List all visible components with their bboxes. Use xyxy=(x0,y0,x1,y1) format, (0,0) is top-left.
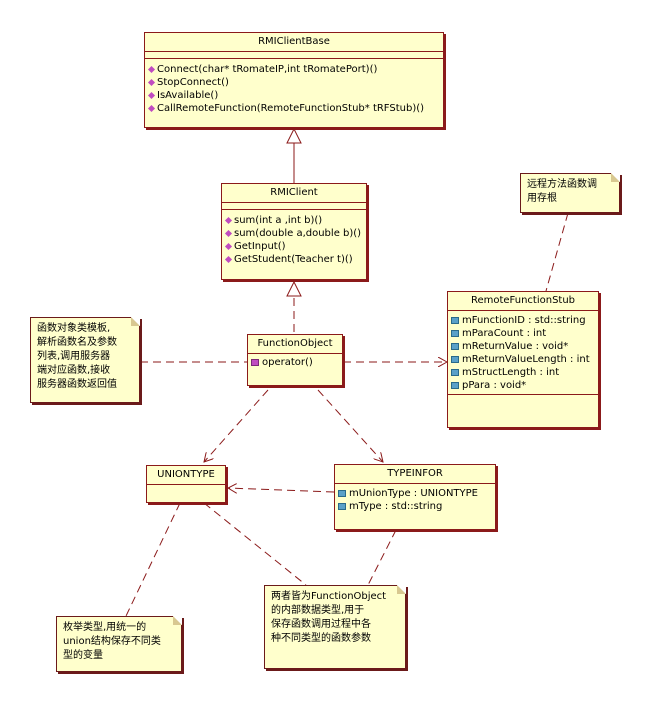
operation-text: operator() xyxy=(262,357,313,368)
attribute-icon xyxy=(451,382,459,389)
operation-text: CallRemoteFunction(RemoteFunctionStub* t… xyxy=(157,103,425,114)
operation-icon xyxy=(224,242,233,251)
operation-icon xyxy=(147,104,156,113)
note-line: 列表,调用服务器 xyxy=(37,351,111,362)
operation-icon xyxy=(224,255,233,264)
note-anchor-stub xyxy=(545,212,569,292)
note-line: union结构保存不同类 xyxy=(63,636,161,647)
attribute-text: pPara : void* xyxy=(462,380,527,391)
attributes-compartment: mUnionType : UNIONTYPE mType : std::stri… xyxy=(335,484,495,515)
operation-row: GetStudent(Teacher t)() xyxy=(224,253,364,266)
attribute-text: mFunctionID : std::string xyxy=(462,315,586,326)
class-name: UNIONTYPE xyxy=(147,466,225,485)
operations-compartment: sum(int a ,int b)() sum(double a,double … xyxy=(222,210,366,268)
operation-text: IsAvailable() xyxy=(157,90,219,101)
attribute-text: mUnionType : UNIONTYPE xyxy=(349,488,478,499)
attribute-text: mReturnValue : void* xyxy=(462,341,569,352)
note-line: 枚举类型,用统一的 xyxy=(63,622,147,633)
operation-row: CallRemoteFunction(RemoteFunctionStub* t… xyxy=(147,102,441,115)
class-functionobject[interactable]: FunctionObject operator() xyxy=(247,334,343,386)
dependency-typeinfor-uniontype xyxy=(228,488,335,492)
note-line: 解析函数名及参数 xyxy=(37,337,117,348)
attribute-row: mReturnValue : void* xyxy=(450,340,596,353)
attribute-text: mType : std::string xyxy=(349,501,443,512)
note-line: 两者皆为FunctionObject xyxy=(271,591,387,602)
operation-icon xyxy=(147,91,156,100)
operations-compartment: Connect(char* tRomateIP,int tRomatePort)… xyxy=(145,59,443,117)
operation-icon xyxy=(147,65,156,74)
attribute-row: mUnionType : UNIONTYPE xyxy=(337,487,493,500)
attribute-icon xyxy=(451,356,459,363)
attribute-icon xyxy=(451,330,459,337)
generalization-arrowhead-rmiclient xyxy=(286,280,302,297)
operation-text: Connect(char* tRomateIP,int tRomatePort)… xyxy=(157,64,378,75)
note-typeinfor[interactable]: 两者皆为FunctionObject 的内部数据类型,用于 保存函数调用过程中各… xyxy=(264,585,406,669)
note-anchor-uniontype-shared xyxy=(203,502,307,586)
operation-text: GetInput() xyxy=(234,241,286,252)
note-remote-stub[interactable]: 远程方法函数调 用存根 xyxy=(520,173,620,213)
generalization-arrowhead-base xyxy=(286,127,302,144)
operation-text: sum(double a,double b)() xyxy=(234,228,362,239)
attribute-row: pPara : void* xyxy=(450,379,596,392)
operation-icon xyxy=(251,359,259,366)
operation-row: sum(double a,double b)() xyxy=(224,227,364,240)
attribute-row: mType : std::string xyxy=(337,500,493,513)
note-anchor-typeinfor-shared xyxy=(367,529,397,586)
note-line: 种不同类型的函数参数 xyxy=(271,633,371,644)
attribute-icon xyxy=(451,317,459,324)
class-name: RMIClient xyxy=(222,184,366,203)
note-line: 用存根 xyxy=(527,193,557,204)
note-anchor-uniontype xyxy=(125,502,181,617)
operation-icon xyxy=(147,78,156,87)
operation-text: GetStudent(Teacher t)() xyxy=(234,254,353,265)
attribute-row: mReturnValueLength : int xyxy=(450,353,596,366)
class-name: TYPEINFOR xyxy=(335,465,495,484)
operation-icon xyxy=(224,216,233,225)
note-line: 服务器函数返回值 xyxy=(37,379,117,390)
attribute-icon xyxy=(338,503,346,510)
note-function-object[interactable]: 函数对象类模板, 解析函数名及参数 列表,调用服务器 端对应函数,接收 服务器函… xyxy=(30,317,140,403)
note-line: 型的变量 xyxy=(63,650,103,661)
dependency-functionobject-typeinfor xyxy=(317,389,383,462)
attribute-row: mFunctionID : std::string xyxy=(450,314,596,327)
operation-icon xyxy=(224,229,233,238)
class-remotefunctionstub[interactable]: RemoteFunctionStub mFunctionID : std::st… xyxy=(447,291,599,428)
operation-text: StopConnect() xyxy=(157,77,229,88)
attribute-icon xyxy=(451,369,459,376)
operation-text: sum(int a ,int b)() xyxy=(234,215,323,226)
attribute-icon xyxy=(338,490,346,497)
class-name: FunctionObject xyxy=(248,335,342,354)
attribute-row: mStructLength : int xyxy=(450,366,596,379)
operation-row: GetInput() xyxy=(224,240,364,253)
operation-row: Connect(char* tRomateIP,int tRomatePort)… xyxy=(147,63,441,76)
attributes-compartment xyxy=(145,52,443,59)
note-line: 的内部数据类型,用于 xyxy=(271,605,365,616)
class-name: RMIClientBase xyxy=(145,33,443,52)
note-line: 端对应函数,接收 xyxy=(37,365,111,376)
operation-row: IsAvailable() xyxy=(147,89,441,102)
attribute-text: mReturnValueLength : int xyxy=(462,354,590,365)
attribute-icon xyxy=(451,343,459,350)
operation-row: StopConnect() xyxy=(147,76,441,89)
attribute-text: mParaCount : int xyxy=(462,328,547,339)
attribute-text: mStructLength : int xyxy=(462,367,560,378)
dependency-functionobject-uniontype xyxy=(204,389,269,462)
class-typeinfor[interactable]: TYPEINFOR mUnionType : UNIONTYPE mType :… xyxy=(334,464,496,530)
class-name: RemoteFunctionStub xyxy=(448,292,598,311)
note-uniontype[interactable]: 枚举类型,用统一的 union结构保存不同类 型的变量 xyxy=(56,616,182,672)
class-uniontype[interactable]: UNIONTYPE xyxy=(146,465,226,503)
attributes-compartment xyxy=(222,203,366,210)
note-line: 函数对象类模板, xyxy=(37,323,111,334)
class-rmiclientbase[interactable]: RMIClientBase Connect(char* tRomateIP,in… xyxy=(144,32,444,128)
attributes-compartment: mFunctionID : std::string mParaCount : i… xyxy=(448,311,598,395)
attribute-row: mParaCount : int xyxy=(450,327,596,340)
class-rmiclient[interactable]: RMIClient sum(int a ,int b)() sum(double… xyxy=(221,183,367,280)
note-line: 保存函数调用过程中各 xyxy=(271,619,371,630)
note-line: 远程方法函数调 xyxy=(527,179,597,190)
operation-row: operator() xyxy=(250,356,340,369)
operation-row: sum(int a ,int b)() xyxy=(224,214,364,227)
operations-compartment: operator() xyxy=(248,354,342,371)
